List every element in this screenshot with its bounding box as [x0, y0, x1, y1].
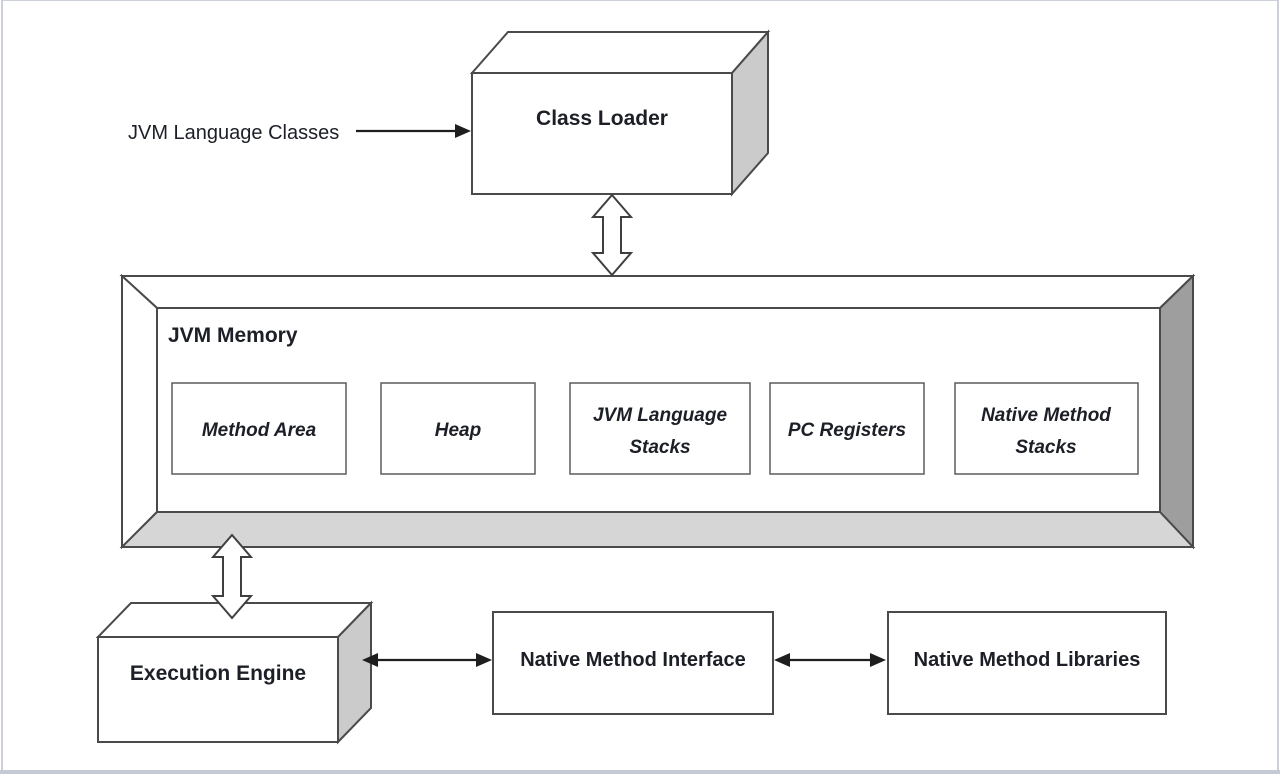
- arrowhead-left-icon: [362, 653, 378, 667]
- native-method-interface-box: Native Method Interface: [492, 611, 774, 715]
- method-area-label: Method Area: [202, 420, 317, 441]
- memory-area-method-area: Method Area: [171, 382, 347, 475]
- frame-left-face: [121, 273, 158, 550]
- heap-label: Heap: [435, 420, 481, 441]
- frame-bottom-face: [119, 511, 1196, 548]
- arrow-interface-to-libraries: [774, 653, 886, 667]
- class-loader-label: Class Loader: [536, 107, 668, 130]
- arrowhead-right-icon: [476, 653, 492, 667]
- memory-area-pc-registers: PC Registers: [769, 382, 925, 475]
- jvm-language-classes-label: JVM Language Classes: [128, 122, 339, 144]
- native-method-libraries-box: Native Method Libraries: [887, 611, 1167, 715]
- pc-registers-label: PC Registers: [788, 420, 906, 441]
- arrowhead-right-icon: [455, 124, 471, 138]
- execution-engine-box: Execution Engine: [95, 600, 374, 745]
- native-method-interface-label: Native Method Interface: [520, 649, 746, 671]
- arrowhead-right-icon: [870, 653, 886, 667]
- frame-top-face: [119, 275, 1196, 309]
- class-loader-box: Class Loader: [469, 29, 771, 197]
- jvm-memory-label: JVM Memory: [168, 324, 298, 347]
- memory-area-heap: Heap: [380, 382, 536, 475]
- jvm-memory-frame: JVM Memory Method Area Heap JVM Language…: [119, 273, 1196, 550]
- jvm-language-stacks-label-line1: JVM Language: [593, 405, 728, 426]
- memory-area-jvm-language-stacks: JVM Language Stacks: [569, 382, 751, 475]
- frame-right-face: [1159, 273, 1194, 550]
- native-method-stacks-label-line1: Native Method: [981, 405, 1111, 426]
- hollow-arrow-classloader-memory: [590, 193, 634, 277]
- jvm-language-stacks-label-line2: Stacks: [629, 437, 690, 458]
- arrow-engine-to-interface: [362, 653, 492, 667]
- arrow-classes-to-classloader: [356, 124, 471, 138]
- native-method-stacks-label-line2: Stacks: [1015, 437, 1076, 458]
- memory-area-native-method-stacks: Native Method Stacks: [954, 382, 1139, 475]
- native-method-libraries-label: Native Method Libraries: [914, 649, 1141, 671]
- hollow-arrow-memory-engine: [210, 533, 254, 620]
- execution-engine-label: Execution Engine: [130, 662, 306, 685]
- arrowhead-left-icon: [774, 653, 790, 667]
